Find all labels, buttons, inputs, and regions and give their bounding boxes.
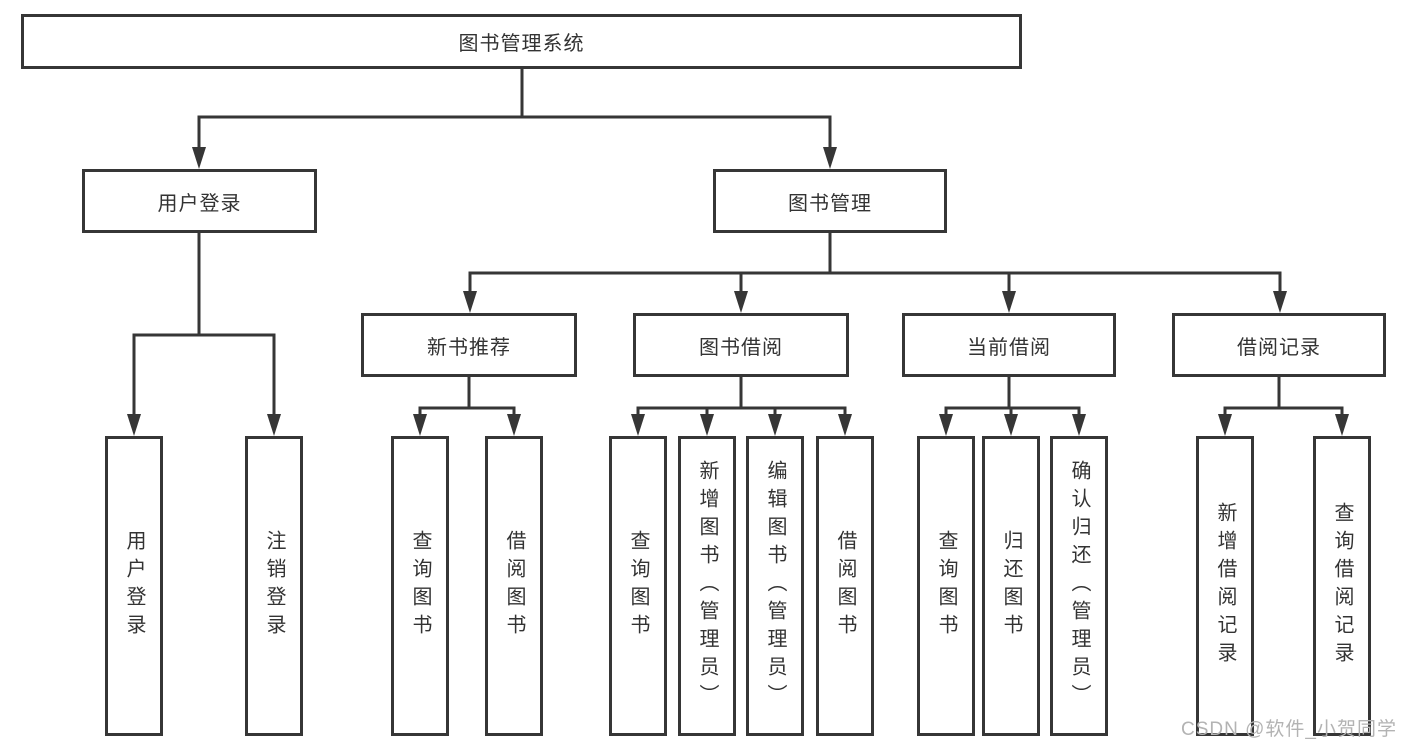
leaf-query-books-borrow: 查询图书	[609, 436, 667, 736]
arrowhead-icons	[127, 147, 1349, 436]
leaf-label: 查询借阅记录	[1331, 502, 1353, 670]
node-label: 图书借阅	[699, 336, 783, 359]
leaf-user-login: 用户登录	[105, 436, 163, 736]
node-label: 当前借阅	[967, 336, 1051, 359]
leaf-return-books: 归还图书	[982, 436, 1040, 736]
leaf-edit-books-admin: 编辑图书（管理员）	[746, 436, 804, 736]
leaf-label: 用户登录	[123, 530, 145, 642]
node-new-book-recommend: 新书推荐	[361, 313, 577, 377]
node-current-borrow: 当前借阅	[902, 313, 1116, 377]
leaf-label: 编辑图书（管理员）	[764, 460, 786, 712]
node-borrow-records: 借阅记录	[1172, 313, 1386, 377]
leaf-label: 借阅图书	[503, 530, 525, 642]
leaf-label: 新增图书（管理员）	[696, 460, 718, 712]
leaf-borrow-books: 借阅图书	[816, 436, 874, 736]
node-label: 新书推荐	[427, 336, 511, 359]
leaf-add-borrow-record: 新增借阅记录	[1196, 436, 1254, 736]
node-label: 图书管理	[788, 192, 872, 215]
node-user-login: 用户登录	[82, 169, 317, 233]
leaf-label: 新增借阅记录	[1214, 502, 1236, 670]
leaf-label: 查询图书	[627, 530, 649, 642]
leaf-query-books-current: 查询图书	[917, 436, 975, 736]
leaf-label: 查询图书	[409, 530, 431, 642]
leaf-logout: 注销登录	[245, 436, 303, 736]
leaf-query-borrow-record: 查询借阅记录	[1313, 436, 1371, 736]
node-label: 借阅记录	[1237, 336, 1321, 359]
leaf-label: 借阅图书	[834, 530, 856, 642]
node-label: 图书管理系统	[458, 33, 585, 55]
node-label: 用户登录	[157, 192, 242, 215]
leaf-label: 归还图书	[1000, 530, 1022, 642]
watermark: CSDN @软件_小贺同学	[1181, 719, 1397, 740]
leaf-label: 注销登录	[263, 530, 285, 642]
leaf-borrow-books-recommend: 借阅图书	[485, 436, 543, 736]
leaf-confirm-return-admin: 确认归还（管理员）	[1050, 436, 1108, 736]
node-library-management-system: 图书管理系统	[21, 14, 1022, 69]
node-book-borrow: 图书借阅	[633, 313, 849, 377]
leaf-label: 确认归还（管理员）	[1068, 460, 1090, 712]
node-book-management: 图书管理	[713, 169, 947, 233]
leaf-label: 查询图书	[935, 530, 957, 642]
leaf-query-books-recommend: 查询图书	[391, 436, 449, 736]
leaf-add-books-admin: 新增图书（管理员）	[678, 436, 736, 736]
